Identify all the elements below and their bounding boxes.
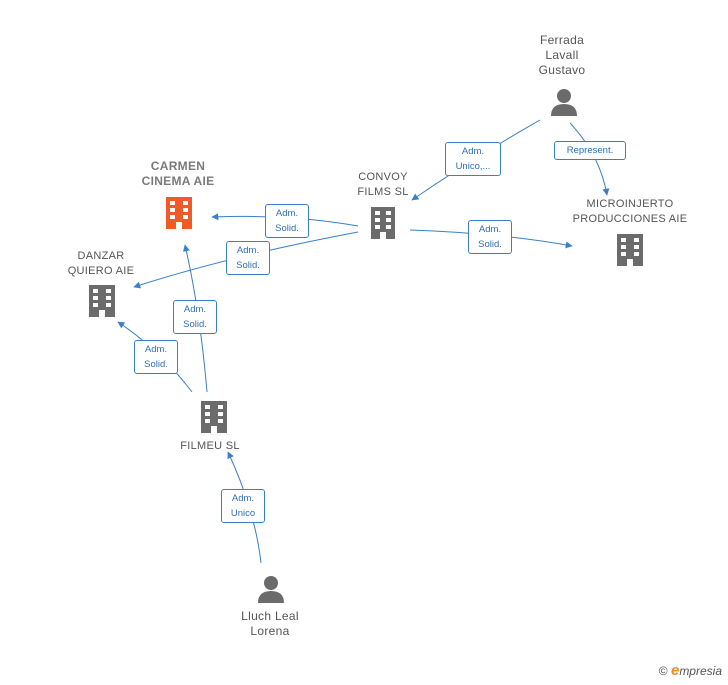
person-icon-ferrada[interactable] <box>551 89 577 116</box>
building-icon-carmen[interactable] <box>166 197 192 229</box>
relation-ferrada-micro[interactable]: Represent. <box>554 141 626 160</box>
building-icon-filmeu[interactable] <box>201 401 227 433</box>
node-label-micro[interactable]: MICROINJERTO PRODUCCIONES AIE <box>572 198 688 225</box>
relation-convoy-carmen[interactable]: Adm. Solid. <box>265 204 309 238</box>
node-label-convoy[interactable]: CONVOY FILMS SL <box>357 171 409 198</box>
node-label-ferrada[interactable]: Ferrada Lavall Gustavo <box>538 33 586 77</box>
building-icon-convoy[interactable] <box>371 207 395 239</box>
relation-lluch-filmeu[interactable]: Adm. Unico <box>221 489 265 523</box>
node-label-lluch[interactable]: Lluch Leal Lorena <box>241 609 299 638</box>
relation-filmeu-danzar[interactable]: Adm. Solid. <box>134 340 178 374</box>
person-icon-lluch[interactable] <box>258 576 284 603</box>
building-icon-micro[interactable] <box>617 234 643 266</box>
relation-filmeu-carmen[interactable]: Adm. Solid. <box>173 300 217 334</box>
node-label-filmeu[interactable]: FILMEU SL <box>180 440 240 452</box>
brand-rest: mpresia <box>679 664 722 678</box>
brand-e: e <box>670 662 680 679</box>
building-icon-danzar[interactable] <box>89 285 115 317</box>
brand-logo: © empresia <box>659 662 722 679</box>
relation-convoy-micro[interactable]: Adm. Solid. <box>468 220 512 254</box>
node-label-carmen[interactable]: CARMEN CINEMA AIE <box>141 159 215 188</box>
relation-convoy-danzar[interactable]: Adm. Solid. <box>226 241 270 275</box>
copyright-symbol: © <box>658 664 668 678</box>
node-label-danzar[interactable]: DANZAR QUIERO AIE <box>67 250 135 277</box>
relation-ferrada-convoy[interactable]: Adm. Unico,... <box>445 142 501 176</box>
